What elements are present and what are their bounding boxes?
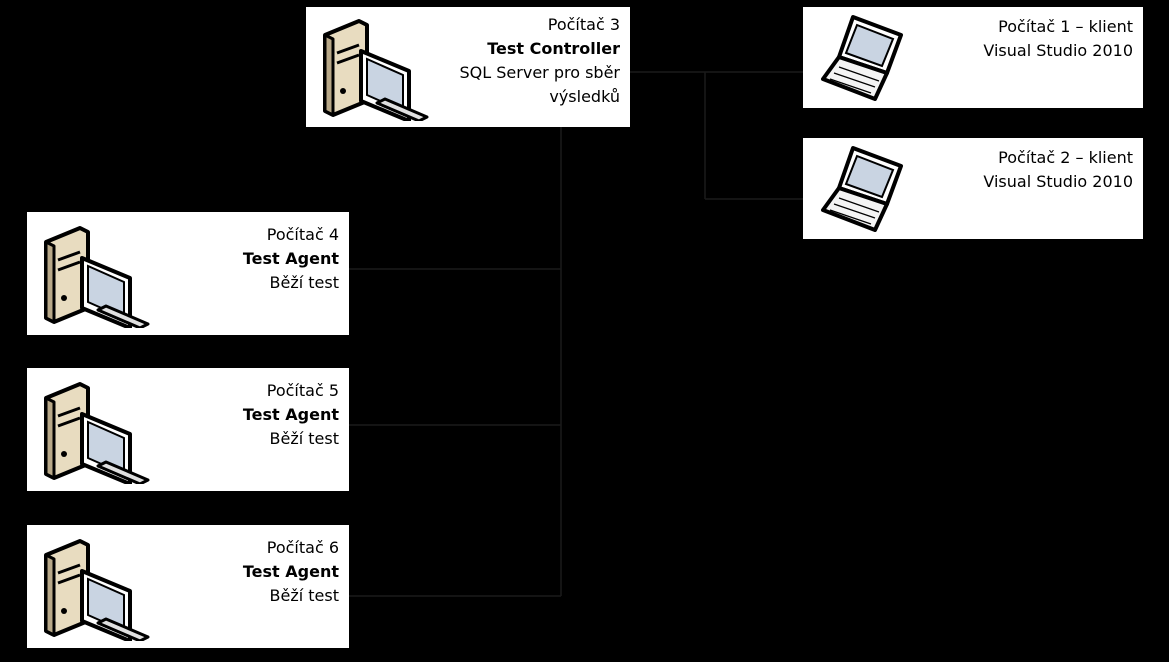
node-pc2-name: Počítač 2 – klient bbox=[998, 148, 1133, 167]
node-pc5-role: Test Agent bbox=[242, 405, 339, 424]
node-pc6-name: Počítač 6 bbox=[266, 538, 339, 557]
laptop-icon bbox=[821, 146, 903, 232]
node-pc2: Počítač 2 – klient Visual Studio 2010 bbox=[803, 138, 1143, 239]
node-pc5-name: Počítač 5 bbox=[266, 381, 339, 400]
node-pc4-role: Test Agent bbox=[242, 249, 339, 268]
desktop-computer-icon bbox=[44, 382, 150, 484]
node-pc5-detail: Běží test bbox=[269, 429, 339, 448]
desktop-computer-icon bbox=[44, 539, 150, 641]
node-pc3: Počítač 3 Test Controller SQL Server pro… bbox=[306, 7, 630, 127]
node-pc4-name: Počítač 4 bbox=[266, 225, 339, 244]
node-pc3-name: Počítač 3 bbox=[547, 15, 620, 34]
node-pc3-line1: SQL Server pro sběr bbox=[459, 63, 620, 82]
desktop-computer-icon bbox=[44, 226, 150, 328]
node-pc1-name: Počítač 1 – klient bbox=[998, 17, 1133, 36]
node-pc3-role: Test Controller bbox=[487, 39, 620, 58]
node-pc6-detail: Běží test bbox=[269, 586, 339, 605]
node-pc6: Počítač 6 Test Agent Běží test bbox=[27, 525, 349, 648]
node-pc4: Počítač 4 Test Agent Běží test bbox=[27, 212, 349, 335]
node-pc2-detail: Visual Studio 2010 bbox=[983, 172, 1133, 191]
node-pc4-detail: Běží test bbox=[269, 273, 339, 292]
node-pc6-role: Test Agent bbox=[242, 562, 339, 581]
node-pc1: Počítač 1 – klient Visual Studio 2010 bbox=[803, 7, 1143, 108]
node-pc3-line2: výsledků bbox=[549, 87, 620, 106]
node-pc1-detail: Visual Studio 2010 bbox=[983, 41, 1133, 60]
laptop-icon bbox=[821, 15, 903, 101]
node-pc5: Počítač 5 Test Agent Běží test bbox=[27, 368, 349, 491]
desktop-computer-icon bbox=[323, 19, 429, 121]
